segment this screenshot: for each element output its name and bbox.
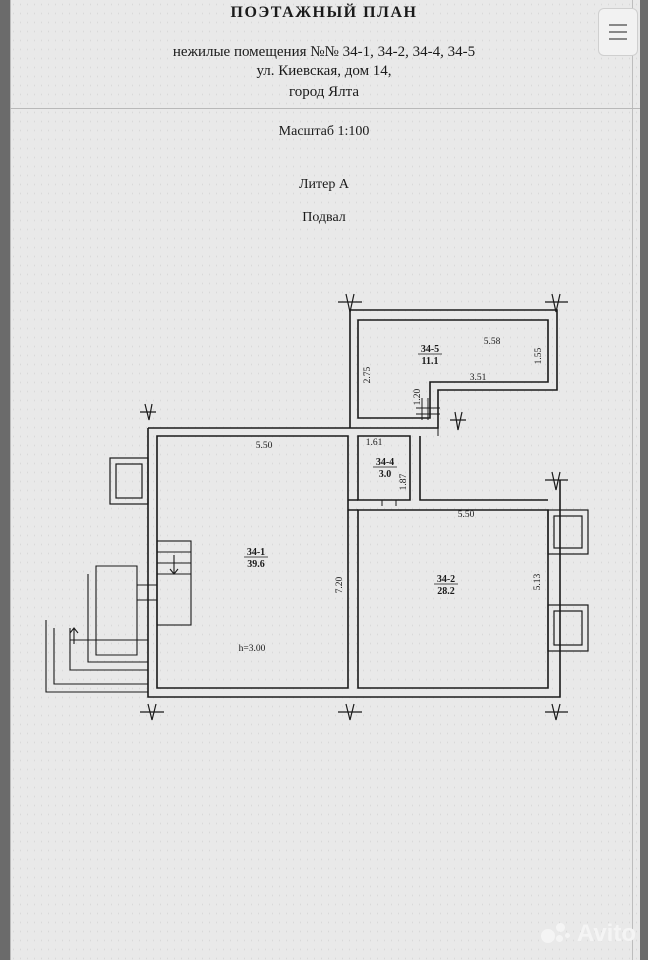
- dim-label: 5.50: [458, 510, 475, 520]
- scale-label: Масштаб 1:100: [278, 124, 370, 139]
- room-34-1-id: 34-1: [247, 547, 265, 558]
- avito-watermark-text: Avito: [576, 920, 636, 947]
- stairs: [45, 540, 192, 693]
- dim-label: 1.20: [413, 388, 423, 405]
- floor-label: Подвал: [302, 210, 346, 225]
- dim-label: 7.20: [335, 576, 345, 593]
- break-marks: [140, 293, 568, 721]
- dim-label: 1.61: [366, 438, 383, 448]
- plan-title: ПОЭТАЖНЫЙ ПЛАН: [230, 4, 418, 21]
- avito-watermark: Avito: [540, 920, 636, 948]
- dim-label: 5.13: [533, 573, 543, 590]
- partitions: [381, 398, 440, 506]
- frame-top-line: [10, 108, 640, 109]
- document-sheet: [10, 0, 640, 960]
- dim-label: 3.51: [470, 373, 487, 383]
- room-34-5-area: 11.1: [422, 356, 439, 367]
- street-line: ул. Киевская, дом 14,: [256, 63, 392, 79]
- dim-label: h=3.00: [239, 644, 266, 654]
- room-34-1-area: 39.6: [247, 559, 265, 570]
- dim-label: 1.55: [534, 347, 544, 364]
- city-line: город Ялта: [288, 84, 360, 100]
- room-34-2-id: 34-2: [437, 574, 455, 585]
- window-pits: [109, 457, 589, 652]
- frame-right-line: [632, 0, 633, 960]
- menu-icon[interactable]: [598, 8, 638, 56]
- liter-label: Литер А: [299, 177, 349, 192]
- dim-label: 2.75: [363, 366, 373, 383]
- premises-line: нежилые помещения №№ 34-1, 34-2, 34-4, 3…: [172, 44, 476, 60]
- avito-logo-icon: [540, 921, 571, 947]
- room-34-4-id: 34-4: [376, 457, 394, 468]
- dim-label: 1.87: [399, 473, 409, 490]
- room-34-2-area: 28.2: [437, 586, 455, 597]
- dim-label: 5.58: [484, 337, 501, 347]
- room-34-5-id: 34-5: [421, 344, 439, 355]
- dim-label: 5.50: [256, 441, 273, 451]
- walls: [147, 309, 561, 698]
- frame-left-line: [10, 0, 11, 960]
- room-34-4-area: 3.0: [379, 469, 392, 480]
